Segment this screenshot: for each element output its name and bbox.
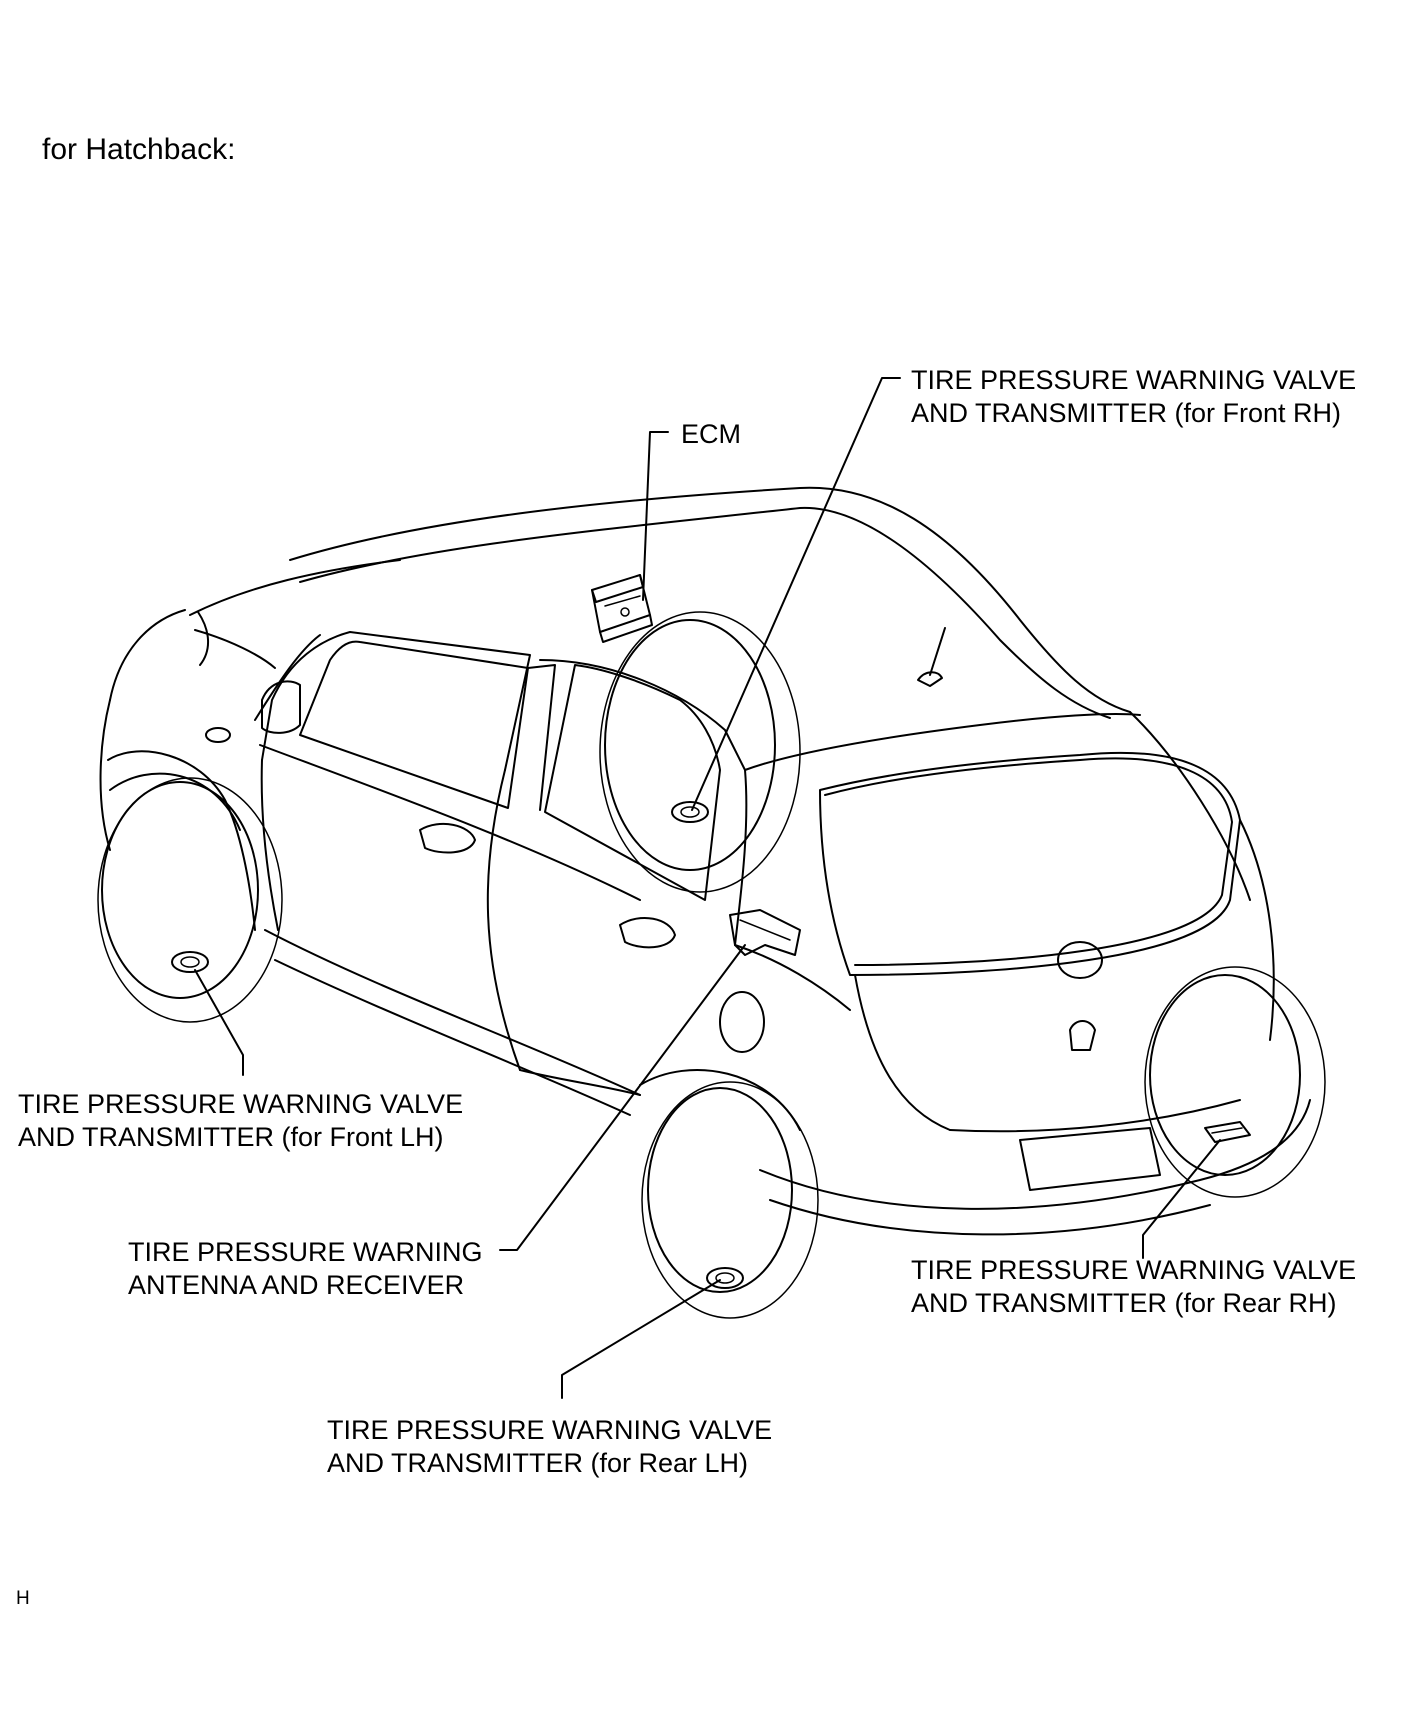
leader-front-rh [691,377,901,811]
leader-ecm [642,431,669,601]
callout-rear-rh: TIRE PRESSURE WARNING VALVE AND TRANSMIT… [911,1254,1356,1320]
leader-lines [194,377,1221,1399]
callout-ecm-line-1: ECM [681,419,741,449]
rear-left-wheel [639,1069,819,1319]
corner-mark: H [16,1588,30,1609]
callout-front-lh-line-2: AND TRANSMITTER (for Front LH) [18,1122,444,1152]
callout-antenna-line-1: TIRE PRESSURE WARNING [128,1237,483,1267]
leader-rear-lh [561,1279,721,1399]
callout-rear-lh-line-1: TIRE PRESSURE WARNING VALVE [327,1415,773,1445]
callout-rear-lh-line-2: AND TRANSMITTER (for Rear LH) [327,1448,749,1478]
front-left-wheel [97,772,283,1023]
valve-transmitter-front-rh [671,801,709,823]
valve-transmitter-rear-rh [1204,1121,1251,1143]
callout-rear-rh-line-2: AND TRANSMITTER (for Rear RH) [911,1288,1337,1318]
callout-rear-lh: TIRE PRESSURE WARNING VALVE AND TRANSMIT… [327,1414,772,1480]
callout-front-rh: TIRE PRESSURE WARNING VALVE AND TRANSMIT… [911,364,1356,430]
valve-transmitter-rear-lh [706,1267,744,1289]
diagram-title: for Hatchback: [42,133,236,166]
valve-transmitter-front-lh [171,951,209,973]
callout-antenna-line-2: ANTENNA AND RECEIVER [128,1270,465,1300]
ecm-unit [591,574,653,643]
rear-right-wheel [1144,966,1326,1198]
spare-wheel [599,611,801,893]
leader-front-lh [194,969,244,1076]
callout-antenna-receiver: TIRE PRESSURE WARNING ANTENNA AND RECEIV… [128,1236,483,1302]
leader-rear-rh [1142,1139,1221,1259]
callout-front-lh-line-1: TIRE PRESSURE WARNING VALVE [18,1089,464,1119]
leader-antenna [499,944,746,1251]
callout-ecm: ECM [681,418,741,451]
callout-front-rh-line-2: AND TRANSMITTER (for Front RH) [911,398,1342,428]
callout-rear-rh-line-1: TIRE PRESSURE WARNING VALVE [911,1255,1357,1285]
callout-front-lh: TIRE PRESSURE WARNING VALVE AND TRANSMIT… [18,1088,463,1154]
antenna-receiver-unit [729,909,801,956]
callout-front-rh-line-1: TIRE PRESSURE WARNING VALVE [911,365,1357,395]
